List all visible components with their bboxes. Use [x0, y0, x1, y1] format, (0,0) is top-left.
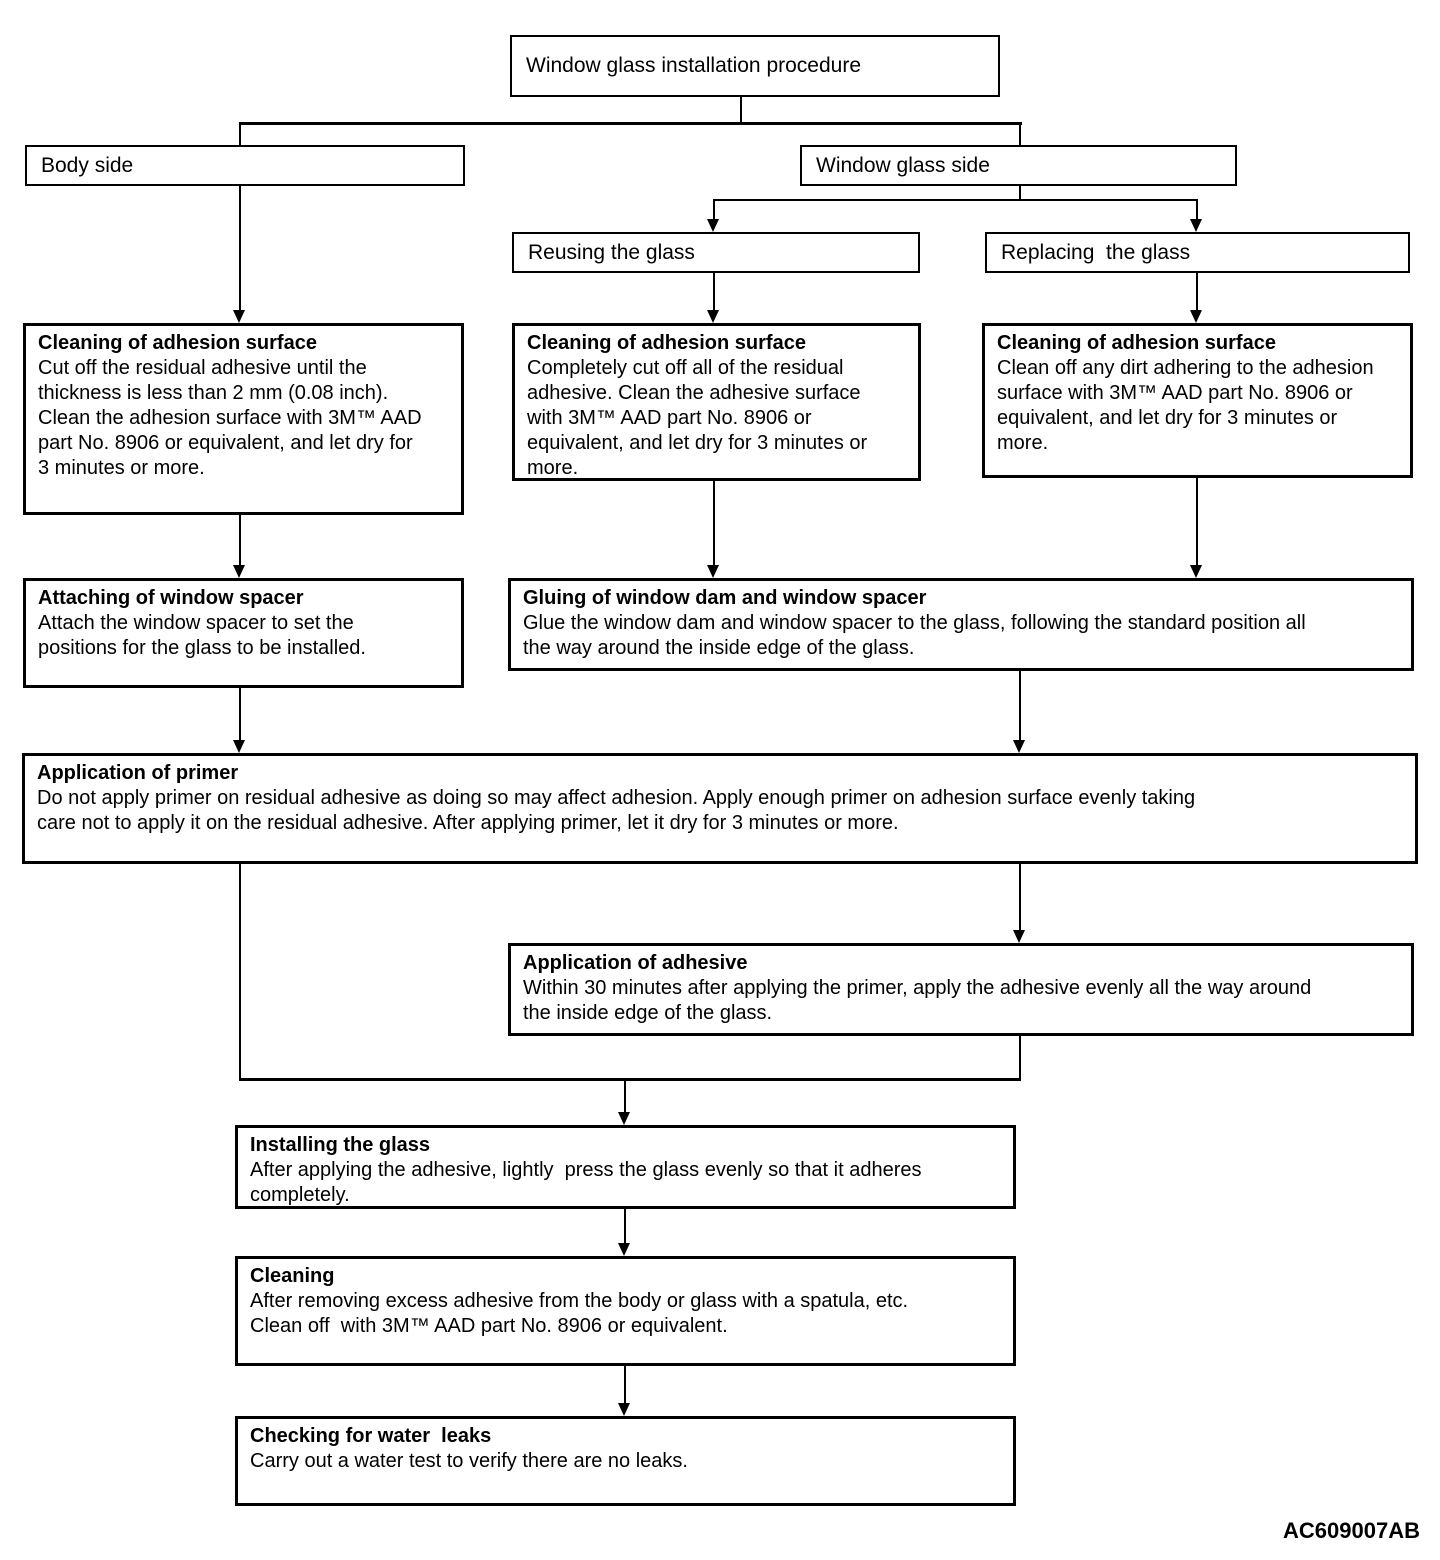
arrow-down-icon	[707, 219, 719, 232]
arrow-down-icon	[233, 565, 245, 578]
arrow-down-icon	[1013, 930, 1025, 943]
arrow-down-icon	[1190, 219, 1202, 232]
connector-into-reusing	[713, 201, 715, 220]
node-title: Cleaning of adhesion surface	[38, 332, 317, 354]
figure-code: AC609007AB	[1283, 1518, 1420, 1543]
connector-primer-to-adhesive	[1019, 864, 1021, 931]
node-cleaning-adhesion-reuse: Cleaning of adhesion surface Completely …	[512, 323, 921, 481]
connector-attaching-to-primer	[239, 688, 241, 741]
node-window-glass-installation-procedure: Window glass installation procedure	[510, 35, 1000, 97]
node-title: Installing the glass	[250, 1134, 431, 1156]
arrow-down-icon	[618, 1243, 630, 1256]
connector-adhesive-merge-right	[1019, 1036, 1021, 1081]
arrow-down-icon	[707, 565, 719, 578]
node-body: Attach the window spacer to set the posi…	[38, 612, 366, 659]
connector-installing-to-cleaning	[624, 1209, 626, 1246]
node-body: After applying the adhesive, lightly pre…	[250, 1159, 922, 1206]
connector-cleaning-to-gluing-right	[1196, 478, 1198, 566]
connector-merge-to-installing	[624, 1081, 626, 1115]
node-label: Reusing the glass	[528, 240, 695, 264]
node-body: Clean off any dirt adhering to the adhes…	[997, 357, 1374, 454]
connector-wgs-branch	[713, 199, 1198, 201]
node-application-of-primer: Application of primer Do not apply prime…	[22, 753, 1418, 864]
node-reusing-the-glass: Reusing the glass	[512, 232, 920, 273]
arrow-down-icon	[618, 1112, 630, 1125]
node-application-of-adhesive: Application of adhesive Within 30 minute…	[508, 943, 1414, 1036]
connector-top-branch	[239, 122, 1022, 125]
connector-cleaning-to-attaching	[239, 515, 241, 566]
arrow-down-icon	[1190, 310, 1202, 323]
connector-gluing-to-primer	[1019, 671, 1021, 741]
arrow-down-icon	[1013, 740, 1025, 753]
node-title: Cleaning of adhesion surface	[527, 332, 806, 354]
node-body: Carry out a water test to verify there a…	[250, 1450, 688, 1472]
node-checking-for-water-leaks: Checking for water leaks Carry out a wat…	[235, 1416, 1016, 1506]
connector-wgs-stem	[1019, 186, 1021, 200]
connector-root-stem	[740, 97, 742, 124]
node-body: Do not apply primer on residual adhesive…	[37, 787, 1196, 834]
node-body: After removing excess adhesive from the …	[250, 1290, 909, 1337]
node-body: Within 30 minutes after applying the pri…	[523, 977, 1312, 1024]
connector-cleaning-to-checking	[624, 1366, 626, 1406]
arrow-down-icon	[707, 310, 719, 323]
node-gluing-window-dam-and-spacer: Gluing of window dam and window spacer G…	[508, 578, 1414, 671]
connector-primer-merge-left	[239, 864, 241, 1081]
node-title: Checking for water leaks	[250, 1425, 492, 1447]
node-replacing-the-glass: Replacing the glass	[985, 232, 1410, 273]
connector-into-window-glass-side	[1019, 125, 1021, 146]
node-title: Application of adhesive	[523, 952, 748, 974]
arrow-down-icon	[233, 740, 245, 753]
node-label: Window glass side	[816, 153, 990, 177]
connector-cleaning-to-gluing-left	[713, 481, 715, 566]
node-cleaning: Cleaning After removing excess adhesive …	[235, 1256, 1016, 1366]
node-title: Attaching of window spacer	[38, 587, 304, 609]
node-title: Application of primer	[37, 762, 239, 784]
connector-merge-bar	[239, 1078, 1021, 1081]
node-label: Window glass installation procedure	[526, 54, 862, 77]
node-window-glass-side: Window glass side	[800, 145, 1237, 186]
node-body: Glue the window dam and window spacer to…	[523, 612, 1306, 659]
node-cleaning-adhesion-replace: Cleaning of adhesion surface Clean off a…	[982, 323, 1413, 478]
arrow-down-icon	[233, 310, 245, 323]
node-installing-the-glass: Installing the glass After applying the …	[235, 1125, 1016, 1209]
node-attaching-window-spacer: Attaching of window spacer Attach the wi…	[23, 578, 464, 688]
arrow-down-icon	[1190, 565, 1202, 578]
node-body: Completely cut off all of the residual a…	[527, 357, 868, 479]
connector-into-replacing	[1196, 201, 1198, 220]
connector-body-side-to-cleaning	[239, 186, 241, 312]
node-label: Body side	[41, 153, 134, 177]
connector-reusing-to-cleaning	[713, 273, 715, 311]
connector-replacing-to-cleaning	[1196, 273, 1198, 311]
node-cleaning-adhesion-body-side: Cleaning of adhesion surface Cut off the…	[23, 323, 464, 515]
node-body-side: Body side	[25, 145, 465, 186]
arrow-down-icon	[618, 1403, 630, 1416]
connector-into-body-side	[239, 125, 241, 146]
node-title: Cleaning of adhesion surface	[997, 332, 1276, 354]
node-body: Cut off the residual adhesive until the …	[38, 357, 422, 479]
node-title: Cleaning	[250, 1265, 335, 1287]
node-title: Gluing of window dam and window spacer	[523, 587, 927, 609]
node-label: Replacing the glass	[1001, 240, 1191, 264]
